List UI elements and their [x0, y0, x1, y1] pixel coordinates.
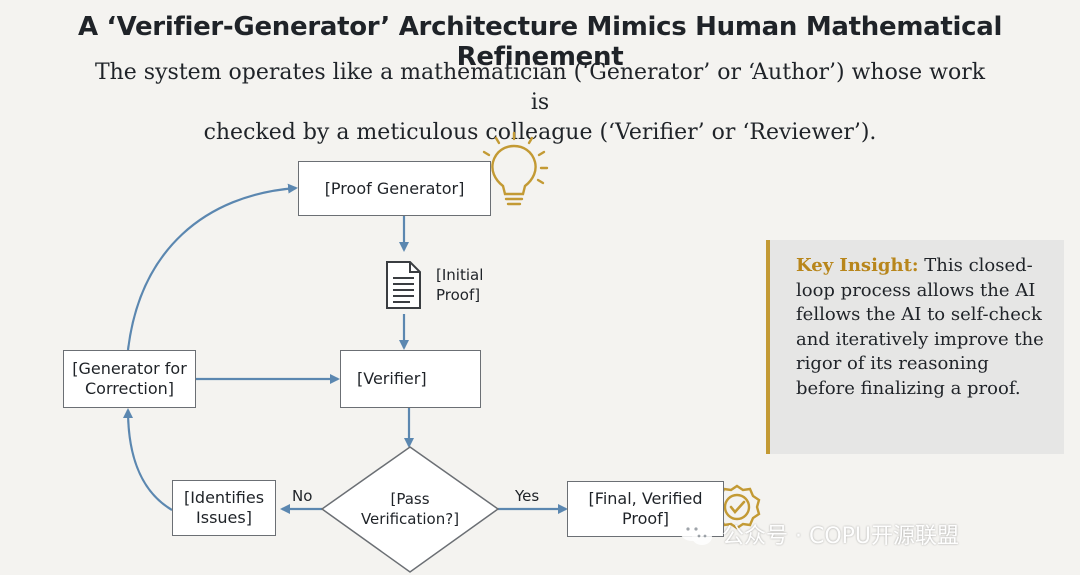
arrow-issues-to-correction [123, 408, 173, 511]
page-subtitle: The system operates like a mathematician… [90, 58, 990, 148]
generator-correction-line-1: [Generator for [72, 359, 187, 378]
verifier-box: [Verifier] [340, 350, 481, 408]
arrow-correction-to-generator [126, 183, 298, 351]
proof-generator-label: [Proof Generator] [324, 178, 465, 198]
yes-label: Yes [515, 487, 540, 505]
decision-label: [Pass Verification?] [330, 489, 490, 529]
subtitle-line-2: checked by a meticulous colleague (‘Veri… [203, 120, 877, 145]
verifier-label: [Verifier] [357, 369, 427, 388]
generator-correction-line-2: Correction] [84, 379, 174, 398]
subtitle-line-1: The system operates like a mathematician… [94, 60, 986, 115]
key-insight-heading: Key Insight: [796, 255, 919, 276]
decision-line-1: [Pass [390, 490, 430, 508]
page-title: A ‘Verifier-Generator’ Architecture Mimi… [77, 12, 1003, 72]
lightbulb-icon [479, 131, 549, 206]
watermark: 公众号 · COPU开源联盟 [678, 516, 1058, 552]
proof-generator-box: [Proof Generator] [298, 161, 491, 216]
wechat-icon [680, 521, 712, 545]
final-proof-line-2: Proof] [621, 509, 670, 528]
decision-diamond [320, 446, 500, 573]
initial-proof-line-2: Proof] [436, 286, 481, 304]
identifies-issues-line-2: Issues] [196, 508, 252, 527]
initial-proof-label: [Initial Proof] [436, 265, 483, 305]
document-icon [386, 261, 421, 309]
key-insight-text: This closed-loop process allows the AI f… [796, 255, 1044, 399]
generator-correction-box: [Generator for Correction] [63, 350, 196, 408]
final-proof-line-1: [Final, Verified [588, 489, 703, 508]
identifies-issues-line-1: [Identifies [183, 488, 265, 507]
initial-proof-line-1: [Initial [436, 266, 484, 284]
identifies-issues-box: [Identifies Issues] [172, 480, 276, 536]
key-insight-panel: Key Insight: This closed-loop process al… [766, 240, 1064, 454]
decision-line-2: Verification?] [360, 510, 460, 528]
no-label: No [292, 487, 313, 505]
watermark-text: 公众号 · COPU开源联盟 [722, 524, 960, 549]
